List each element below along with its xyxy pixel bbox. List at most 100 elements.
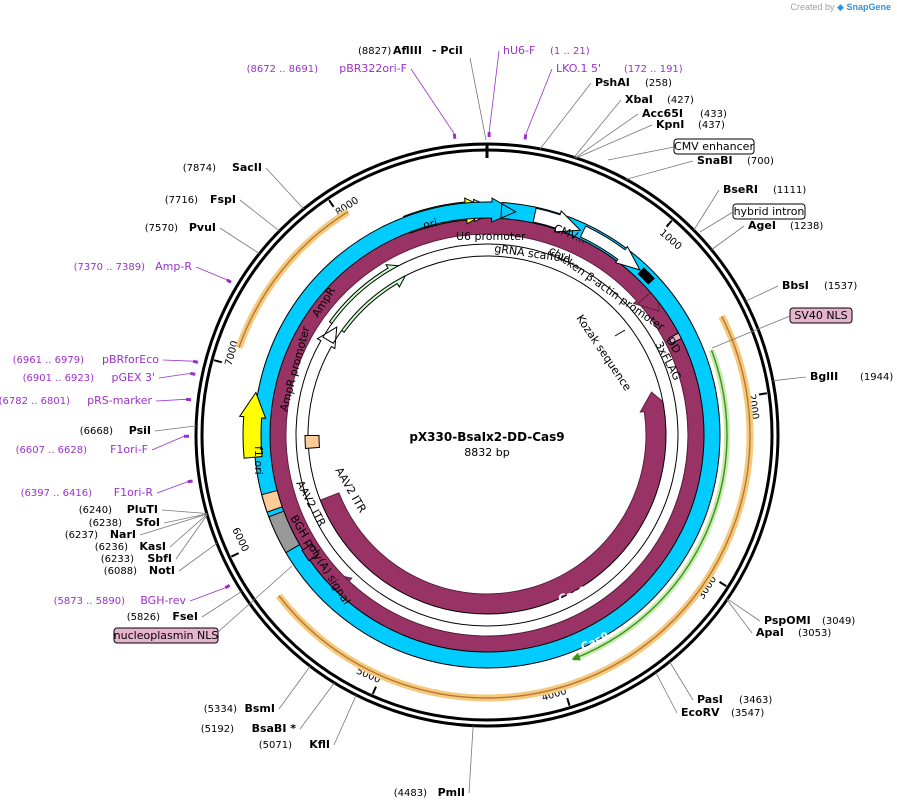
site-leader	[161, 509, 207, 514]
plasmid-name: pX330-BsaIx2-DD-Cas9	[409, 430, 564, 444]
site-name: SnaBI	[697, 154, 733, 167]
site-name: KpnI	[656, 118, 684, 131]
tick-label: 6000	[229, 526, 250, 554]
tick-mark	[718, 581, 727, 587]
bgh-polya-box	[268, 510, 301, 554]
site-position: (6240)	[79, 505, 112, 516]
site-name: NotI	[149, 564, 175, 577]
leader-pcii	[469, 57, 487, 141]
site-name: Acc65I	[642, 107, 683, 120]
cmv-arrow	[532, 207, 582, 233]
tick-mark	[371, 686, 377, 695]
primer-position: (5873 .. 5890)	[54, 596, 126, 607]
primer-position: (1 .. 21)	[550, 46, 590, 57]
site-name: PluTI	[127, 503, 158, 516]
kozak-mark	[614, 329, 626, 337]
site-name: FspI	[210, 193, 236, 206]
site-leader	[219, 227, 260, 254]
primer-leader	[189, 587, 226, 602]
grna-scaffold-arrow	[253, 197, 721, 669]
site-name: BsmI	[245, 702, 276, 715]
orange-feature-line-left	[238, 211, 349, 348]
boxed-feature-sv40-nls: SV40 NLS	[711, 307, 853, 349]
nucleoplasmin-nls-box	[301, 543, 320, 562]
primer-leader	[162, 359, 194, 362]
site-leader	[278, 665, 311, 710]
site-leader	[163, 513, 207, 524]
orange-feature-line-right	[572, 316, 751, 685]
hybrid-intron-block	[637, 267, 655, 285]
hybrid-intron-label: hybrid intron	[734, 205, 805, 218]
primer-position: (6607 .. 6628)	[16, 445, 88, 456]
cba-promoter-arrow	[579, 225, 641, 271]
site-name: BseRI	[723, 183, 758, 196]
site-afliii: AflIII	[393, 44, 422, 57]
primer-name: pGEX 3'	[111, 371, 155, 384]
site-name: BglII	[810, 370, 838, 383]
snapgene-credit: Created by ◆ SnapGene	[791, 2, 892, 13]
site-position: (3463)	[739, 695, 772, 706]
site-position: (6668)	[80, 426, 113, 437]
primer-name: LKO.1 5'	[556, 62, 601, 75]
backbone-outer	[194, 142, 780, 728]
primer-position: (6961 .. 6979)	[13, 355, 85, 366]
plasmid-length: 8832 bp	[464, 446, 509, 459]
site-position: (5192)	[201, 724, 234, 735]
site-name: EcoRV	[681, 706, 720, 719]
nucleoplasmin-nls-label: nucleoplasmin NLS	[114, 629, 219, 642]
site-leader	[669, 661, 694, 701]
site-leader	[178, 542, 218, 572]
snapgene-logo-icon: ◆	[837, 2, 844, 12]
primer-position: (172 .. 191)	[624, 64, 683, 75]
site-leader	[625, 160, 694, 180]
site-leader	[575, 113, 639, 159]
primer-mark	[190, 371, 196, 376]
primer-name: pRS-marker	[87, 394, 152, 407]
site-name: SfoI	[136, 516, 160, 529]
site-name: ApaI	[756, 626, 784, 639]
site-name: KasI	[139, 540, 166, 553]
site-position: (433)	[700, 109, 727, 120]
site-position: (3049)	[822, 616, 855, 627]
primer-name: Amp-R	[155, 260, 192, 273]
green-feature-line	[571, 349, 728, 661]
primer-name: pBR322ori-F	[339, 62, 407, 75]
site-leader	[154, 425, 197, 432]
primer-position: (8672 .. 8691)	[247, 64, 319, 75]
tick-mark	[213, 359, 223, 364]
site-name: AgeI	[748, 219, 776, 232]
site-position: (7716)	[165, 195, 198, 206]
credit-brand: SnapGene	[846, 2, 891, 12]
site-pcii: - PciI	[432, 44, 463, 57]
site-leader	[726, 599, 753, 634]
credit-prefix: Created by	[790, 2, 835, 12]
tick-label: 1000	[657, 228, 683, 253]
label-f1-ori: f1 ori	[252, 446, 265, 475]
site-name: PvuI	[189, 221, 216, 234]
site-position: (1238)	[790, 221, 823, 232]
primer-leader	[151, 435, 185, 451]
site-position: (7570)	[145, 223, 178, 234]
primer-position: (6901 .. 6923)	[23, 373, 95, 384]
orange-feature-line-bottom	[278, 595, 573, 699]
site-position: (5334)	[204, 704, 237, 715]
site-leader	[573, 99, 622, 158]
primer-leader	[488, 50, 500, 133]
f1-ori-arrow	[238, 391, 267, 459]
primer-leader	[158, 372, 191, 379]
site-position: (6237)	[65, 530, 98, 541]
ampr-promoter-arrow	[295, 243, 679, 627]
cmv-enhancer-label: CMV enhancer	[674, 140, 754, 153]
site-leader	[239, 199, 280, 232]
boxed-feature-cmv-enhancer: CMV enhancer	[607, 138, 755, 161]
primer-name: pBRforEco	[102, 353, 159, 366]
site-name: PspOMI	[764, 614, 811, 627]
primer-leader	[155, 398, 187, 402]
site-leader	[539, 82, 592, 150]
site-name: KflI	[309, 738, 330, 751]
primer-mark	[452, 133, 457, 139]
site-position: (437)	[698, 120, 725, 131]
primer-mark	[224, 583, 231, 590]
tick-mark	[231, 552, 240, 558]
site-position: (6088)	[104, 566, 137, 577]
